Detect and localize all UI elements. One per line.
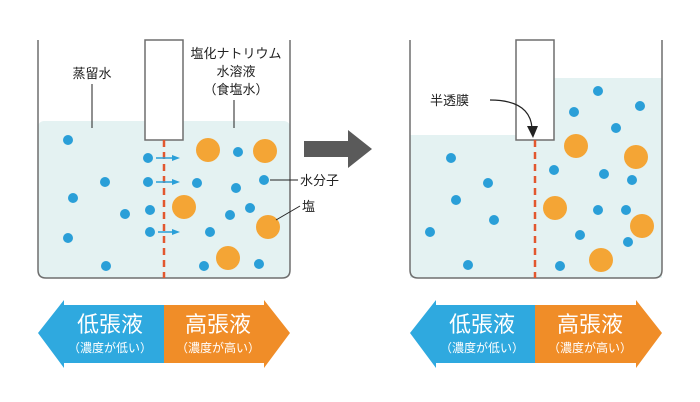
high-tonic-sub: （濃度が高い）	[176, 340, 260, 355]
high-tonic-title: 高張液	[185, 313, 251, 338]
water-molecule	[623, 237, 633, 247]
water-molecule	[199, 261, 209, 271]
high-tonic-sub: （濃度が高い）	[548, 340, 632, 355]
right-beaker: 半透膜	[409, 39, 663, 279]
salt-particle	[172, 195, 196, 219]
low-tonic-sub: （濃度が低い）	[440, 340, 524, 355]
water-molecule-label: 水分子	[300, 174, 339, 189]
salt-particle	[624, 145, 648, 169]
water-molecule	[192, 178, 202, 188]
water-molecule	[143, 177, 153, 187]
left-concentration-band: 低張液 （濃度が低い） 高張液 （濃度が高い）	[38, 300, 290, 368]
water-molecule	[549, 165, 559, 175]
water-molecule	[100, 177, 110, 187]
water-molecule	[145, 227, 155, 237]
right-arrow-icon	[304, 130, 372, 168]
water-molecule	[611, 123, 621, 133]
water-molecule	[225, 210, 235, 220]
water-molecule	[451, 195, 461, 205]
water-molecule	[489, 215, 499, 225]
water-molecule	[245, 203, 255, 213]
water-molecule	[425, 227, 435, 237]
water-molecule	[101, 261, 111, 271]
right-arrow-icon	[156, 179, 180, 185]
right-water-low	[410, 135, 536, 278]
water-molecule	[63, 233, 73, 243]
water-molecule	[446, 153, 456, 163]
double-arrow-icon	[38, 300, 164, 368]
salt-particle	[256, 215, 280, 239]
right-water-molecules	[425, 86, 645, 271]
salt-particle	[630, 214, 654, 238]
water-molecule	[635, 101, 645, 111]
water-molecule	[231, 183, 241, 193]
water-molecule	[575, 230, 585, 240]
low-tonic-title: 低張液	[449, 313, 515, 338]
left-water-molecules	[63, 135, 269, 271]
water-molecule	[145, 205, 155, 215]
water-molecule	[627, 175, 637, 185]
water-molecule	[254, 259, 264, 269]
water-molecule	[63, 135, 73, 145]
salt-label: 塩	[302, 200, 315, 215]
salt-particle	[253, 139, 277, 163]
water-molecule	[233, 147, 243, 157]
double-arrow-icon	[410, 300, 535, 368]
water-molecule	[599, 169, 609, 179]
salt-solution-label-line-2: 水溶液	[216, 65, 255, 80]
water-molecule	[555, 261, 565, 271]
left-tube	[144, 39, 184, 141]
salt-particle	[196, 138, 220, 162]
right-tube	[515, 39, 555, 141]
salt-solution-label-line-1: 塩化ナトリウム	[190, 47, 281, 62]
water-molecule	[463, 260, 473, 270]
salt-particle	[564, 134, 588, 158]
water-molecule	[120, 209, 130, 219]
left-beaker: 蒸留水 塩化ナトリウム 水溶液 （食塩水） 水分子 塩	[37, 39, 339, 279]
water-molecule	[569, 107, 579, 117]
right-arrow-icon	[158, 229, 180, 235]
water-molecule	[143, 153, 153, 163]
water-molecule	[205, 227, 215, 237]
double-arrow-icon-right	[535, 300, 662, 368]
salt-particle	[543, 196, 567, 220]
salt-solution-label-line-3: （食塩水）	[203, 82, 268, 98]
left-water	[38, 121, 290, 278]
high-tonic-title: 高張液	[557, 313, 623, 338]
water-molecule	[621, 205, 631, 215]
water-molecule	[68, 193, 78, 203]
left-salt-particles	[172, 138, 280, 270]
salt-particle	[216, 246, 240, 270]
water-molecule	[259, 175, 269, 185]
right-salt-particles	[543, 134, 654, 272]
leader-salt	[275, 205, 301, 221]
low-tonic-sub: （濃度が低い）	[68, 340, 152, 355]
curved-pointer-head	[527, 126, 538, 138]
right-concentration-band: 低張液 （濃度が低い） 高張液 （濃度が高い）	[410, 300, 662, 368]
double-arrow-icon-right	[164, 300, 290, 368]
salt-particle	[589, 248, 613, 272]
curved-pointer-icon	[489, 99, 533, 129]
water-molecule	[593, 86, 603, 96]
right-arrow-icon	[156, 155, 180, 161]
right-water-high	[534, 78, 662, 278]
flow-arrows	[156, 155, 180, 235]
water-molecule	[593, 205, 603, 215]
distilled-water-label: 蒸留水	[72, 67, 111, 82]
membrane-label: 半透膜	[430, 94, 469, 109]
low-tonic-title: 低張液	[77, 313, 143, 338]
water-molecule	[483, 178, 493, 188]
